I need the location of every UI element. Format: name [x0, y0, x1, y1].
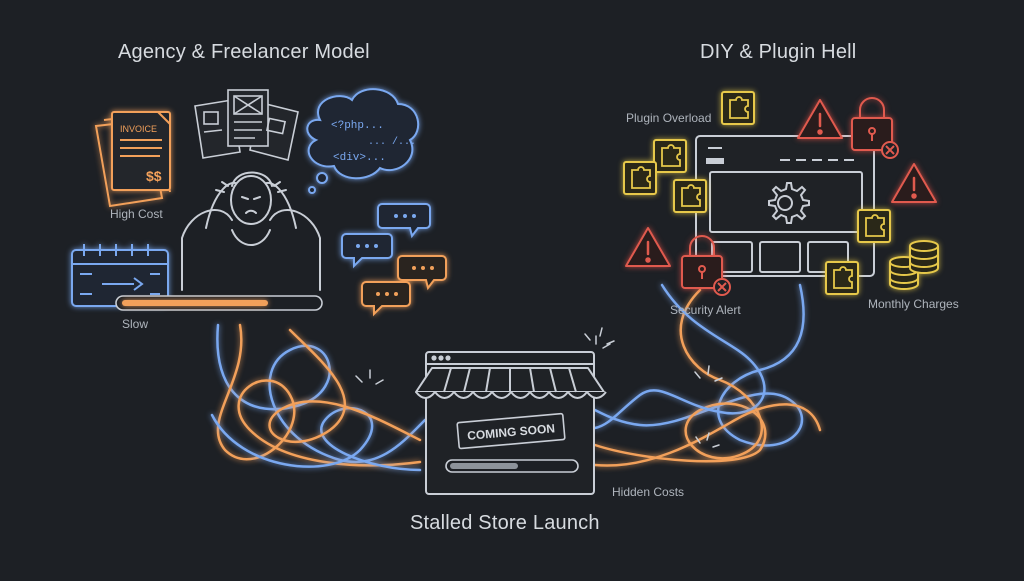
- padlock-icon: [681, 97, 893, 289]
- invoice-heading: INVOICE: [120, 124, 157, 134]
- label-slow: Slow: [122, 317, 149, 331]
- chat-bubble-icon: [361, 255, 447, 317]
- stressed-person-icon: [181, 171, 321, 291]
- spark-marks: [595, 335, 611, 349]
- title-agency: Agency & Freelancer Model: [118, 41, 370, 63]
- chat-bubble-icon: [341, 203, 431, 269]
- browser-window-icon: [695, 135, 875, 277]
- exclamation-marks: [645, 112, 917, 263]
- chat-dots: [356, 214, 434, 296]
- title-diy: DIY & Plugin Hell: [700, 41, 857, 63]
- store-progress-fill: [450, 463, 518, 469]
- code-line-php: <?php...: [331, 120, 384, 132]
- thought-bubble-icon: [306, 88, 419, 194]
- store-progress-bar: [445, 459, 579, 473]
- label-monthly-charges: Monthly Charges: [868, 297, 959, 311]
- tangled-lines-right: [593, 283, 822, 467]
- coin-stack-icon: [889, 240, 939, 290]
- label-plugin-overload: Plugin Overload: [626, 111, 712, 125]
- gear-icon: [768, 182, 810, 224]
- slow-progress-fill: [122, 300, 268, 306]
- invoice-icon: [94, 111, 171, 208]
- title-stalled: Stalled Store Launch: [410, 512, 600, 534]
- tangled-lines-left: [210, 323, 427, 472]
- label-security-alert: Security Alert: [670, 303, 741, 317]
- code-line-div: <div>...: [333, 152, 386, 164]
- label-hidden-costs: Hidden Costs: [612, 485, 685, 499]
- wireframe-documents-icon: [194, 89, 299, 161]
- invoice-amount: $$: [146, 168, 162, 184]
- error-x-icon: [713, 141, 899, 296]
- puzzle-knobs: [631, 96, 885, 289]
- code-line-slash: ... /...: [368, 136, 416, 148]
- coming-soon-sign: COMING SOON: [456, 412, 566, 450]
- label-high-cost: High Cost: [110, 207, 163, 221]
- slow-progress-bar: [115, 295, 323, 311]
